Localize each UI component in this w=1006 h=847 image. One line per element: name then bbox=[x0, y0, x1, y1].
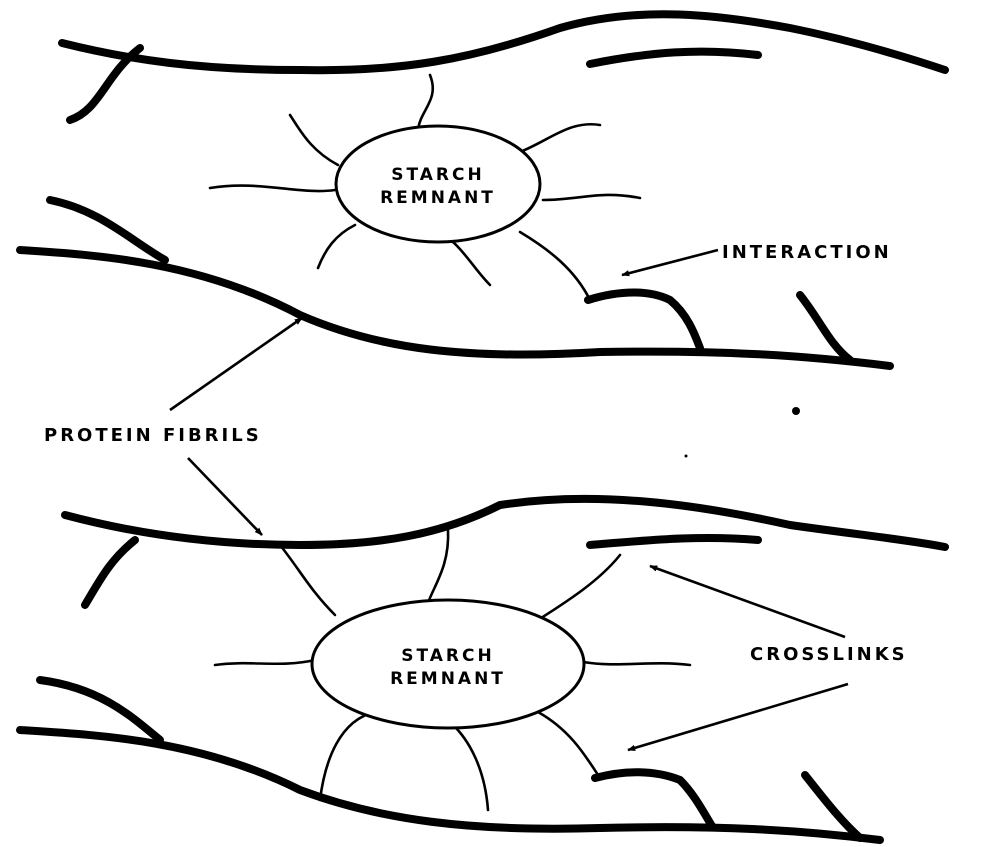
crosslinks-callout: CROSSLINKS bbox=[628, 566, 908, 750]
panel-bottom: STARCH REMNANT CROSSLINKS bbox=[20, 499, 945, 840]
starch-strand bbox=[215, 660, 315, 665]
speck bbox=[685, 455, 688, 458]
protein-fibril bbox=[20, 250, 890, 366]
crosslinks-label: CROSSLINKS bbox=[750, 644, 908, 665]
starch-label-line1: STARCH bbox=[391, 165, 484, 185]
starch-strand bbox=[530, 555, 620, 625]
starch-strand bbox=[320, 712, 375, 800]
protein-fibrils-callout: PROTEIN FIBRILS bbox=[44, 318, 302, 535]
speck bbox=[792, 407, 800, 415]
protein-fibrils-arrow-down bbox=[188, 458, 262, 535]
starch-strand bbox=[538, 712, 600, 778]
starch-strand bbox=[520, 232, 590, 300]
crosslinks-arrow-up bbox=[650, 566, 845, 637]
starch-remnant-top: STARCH REMNANT bbox=[336, 126, 540, 242]
panel-top: STARCH REMNANT INTERACTION bbox=[20, 14, 945, 366]
protein-fibril bbox=[595, 772, 712, 826]
protein-fibril bbox=[20, 730, 880, 840]
protein-fibril bbox=[590, 52, 758, 64]
protein-fibril bbox=[62, 14, 945, 70]
starch-strand bbox=[520, 124, 600, 152]
interaction-arrow bbox=[622, 250, 718, 275]
protein-fibrils-label: PROTEIN FIBRILS bbox=[44, 425, 262, 446]
protein-fibril bbox=[65, 499, 945, 547]
starch-remnant-bottom: STARCH REMNANT bbox=[312, 600, 584, 728]
starch-strand bbox=[280, 545, 335, 615]
starch-strand bbox=[450, 722, 488, 810]
starch-strand bbox=[583, 662, 690, 665]
starch-strand bbox=[418, 75, 433, 130]
starch-strand bbox=[290, 115, 338, 165]
protein-fibril bbox=[588, 293, 700, 349]
interaction-callout: INTERACTION bbox=[622, 242, 892, 275]
crosslinks-arrow-down bbox=[628, 684, 848, 750]
interaction-label: INTERACTION bbox=[722, 242, 892, 263]
protein-fibril bbox=[70, 48, 140, 120]
starch-strand bbox=[318, 225, 355, 268]
starch-label-line2: REMNANT bbox=[380, 188, 496, 208]
starch-label-line2: REMNANT bbox=[390, 669, 506, 689]
protein-fibril bbox=[800, 295, 850, 360]
starch-strand bbox=[543, 195, 640, 200]
protein-fibril bbox=[805, 775, 860, 838]
protein-fibril bbox=[590, 538, 758, 545]
protein-fibrils-arrow-up bbox=[170, 318, 302, 410]
protein-fibril bbox=[85, 540, 135, 605]
starch-strand bbox=[210, 186, 335, 191]
starch-label-line1: STARCH bbox=[401, 646, 494, 666]
